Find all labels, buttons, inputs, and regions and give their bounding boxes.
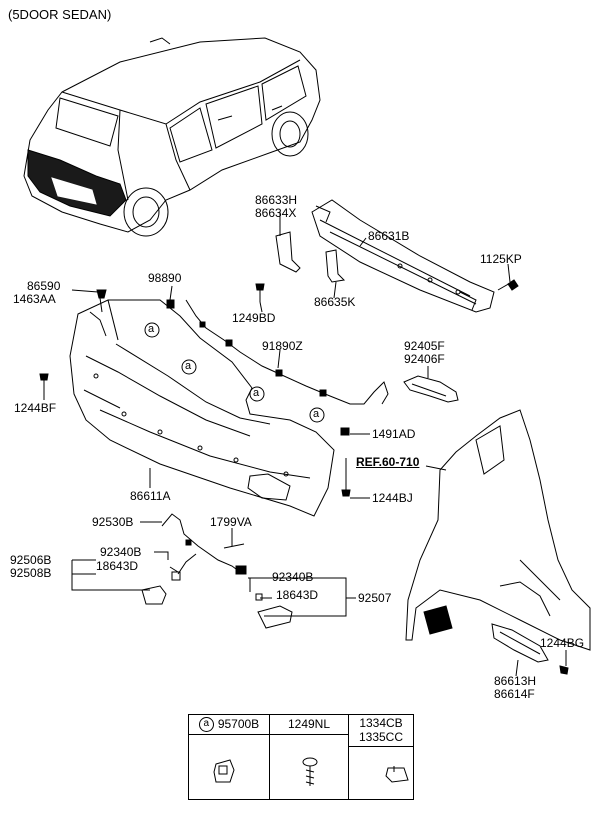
- part-1244bj: 1244BJ: [372, 491, 413, 505]
- screw-1244bj: [341, 458, 351, 497]
- part-86590: 86590: [27, 279, 61, 293]
- part-86614f: 86614F: [494, 687, 535, 701]
- car-illustration: [23, 37, 321, 237]
- label-86613h-86614f: 86613H 86614F: [494, 675, 536, 701]
- callout-a-1: a: [148, 323, 155, 335]
- part-86611a: 86611A: [130, 489, 171, 503]
- part-18643d-left: 18643D: [96, 559, 139, 573]
- part-92340b-right: 92340B: [272, 570, 314, 584]
- part-86631b: 86631B: [368, 229, 410, 243]
- leader-lines: [43, 212, 567, 677]
- part-92340b-left: 92340B: [100, 545, 142, 559]
- part-92507: 92507: [358, 591, 392, 605]
- wiring-harness-91890z: [185, 299, 389, 405]
- legend-95700b-code: 95700B: [217, 717, 260, 731]
- callout-a-4: a: [313, 408, 320, 420]
- clip-86590: [89, 289, 107, 337]
- sensor-92506b: [141, 571, 181, 605]
- label-92405f-92406f: 92405F 92406F: [404, 340, 445, 366]
- legend-1249nl-code: 1249NL: [270, 715, 348, 735]
- bumper-beam: [311, 199, 495, 313]
- part-91890z: 91890Z: [262, 339, 303, 353]
- part-86613h: 86613H: [494, 674, 537, 688]
- rear-bumper-cover: [69, 299, 335, 517]
- reflector-92405f: [403, 375, 459, 403]
- screw-1249bd: [255, 283, 265, 302]
- part-1463aa: 1463AA: [13, 292, 56, 306]
- nut-98890: [166, 299, 175, 309]
- part-92506b: 92506B: [10, 553, 52, 567]
- legend-head-1334cb: 1334CB 1335CC: [349, 715, 413, 747]
- part-18643d-right: 18643D: [276, 588, 319, 602]
- part-1244bg: 1244BG: [540, 636, 585, 650]
- label-86633h-86634x: 86633H 86634X: [255, 194, 297, 220]
- bolt-1125kp: [497, 279, 519, 291]
- clip-1491ad: [340, 427, 350, 436]
- part-86635k: 86635K: [314, 295, 356, 309]
- part-86633h: 86633H: [255, 193, 298, 207]
- part-92405f: 92405F: [404, 339, 445, 353]
- side-reflector-86613h: [491, 623, 549, 663]
- callout-a-2: a: [185, 360, 192, 372]
- legend-1334cb-code: 1334CB: [359, 716, 403, 730]
- legend-cell-1249nl: 1249NL: [269, 714, 349, 800]
- part-92530b: 92530B: [92, 515, 134, 529]
- legend-1335cc-code: 1335CC: [358, 730, 404, 744]
- screw-1244bg: [559, 665, 569, 675]
- callout-a-legend: a: [198, 717, 214, 733]
- legend-icons: [213, 757, 409, 786]
- part-98890: 98890: [148, 271, 182, 285]
- bumper-brackets: [275, 231, 346, 283]
- reference-label: REF.60-710: [356, 455, 420, 469]
- part-1249bd: 1249BD: [232, 311, 276, 325]
- label-92506b-92508b: 92506B 92508B: [10, 554, 51, 580]
- page-title: (5DOOR SEDAN): [8, 7, 112, 22]
- part-1125kp: 1125KP: [480, 252, 522, 266]
- part-92406f: 92406F: [404, 352, 445, 366]
- clip-1799va: [223, 543, 245, 549]
- part-1491ad: 1491AD: [372, 427, 416, 441]
- part-92508b: 92508B: [10, 566, 52, 580]
- part-1244bf: 1244BF: [14, 401, 57, 415]
- part-1799va: 1799VA: [210, 515, 252, 529]
- callout-a-3: a: [253, 387, 260, 399]
- sensor-92507: [255, 593, 293, 629]
- screw-1244bf: [39, 373, 49, 390]
- label-86590-1463aa: 86590 1463AA: [13, 280, 60, 306]
- legend-cell-1334cb: 1334CB 1335CC: [348, 714, 414, 800]
- parking-sensor-harness: [161, 513, 247, 575]
- part-86634x: 86634X: [255, 206, 297, 220]
- callout-markers: [144, 322, 325, 423]
- quarter-panel: [405, 409, 591, 651]
